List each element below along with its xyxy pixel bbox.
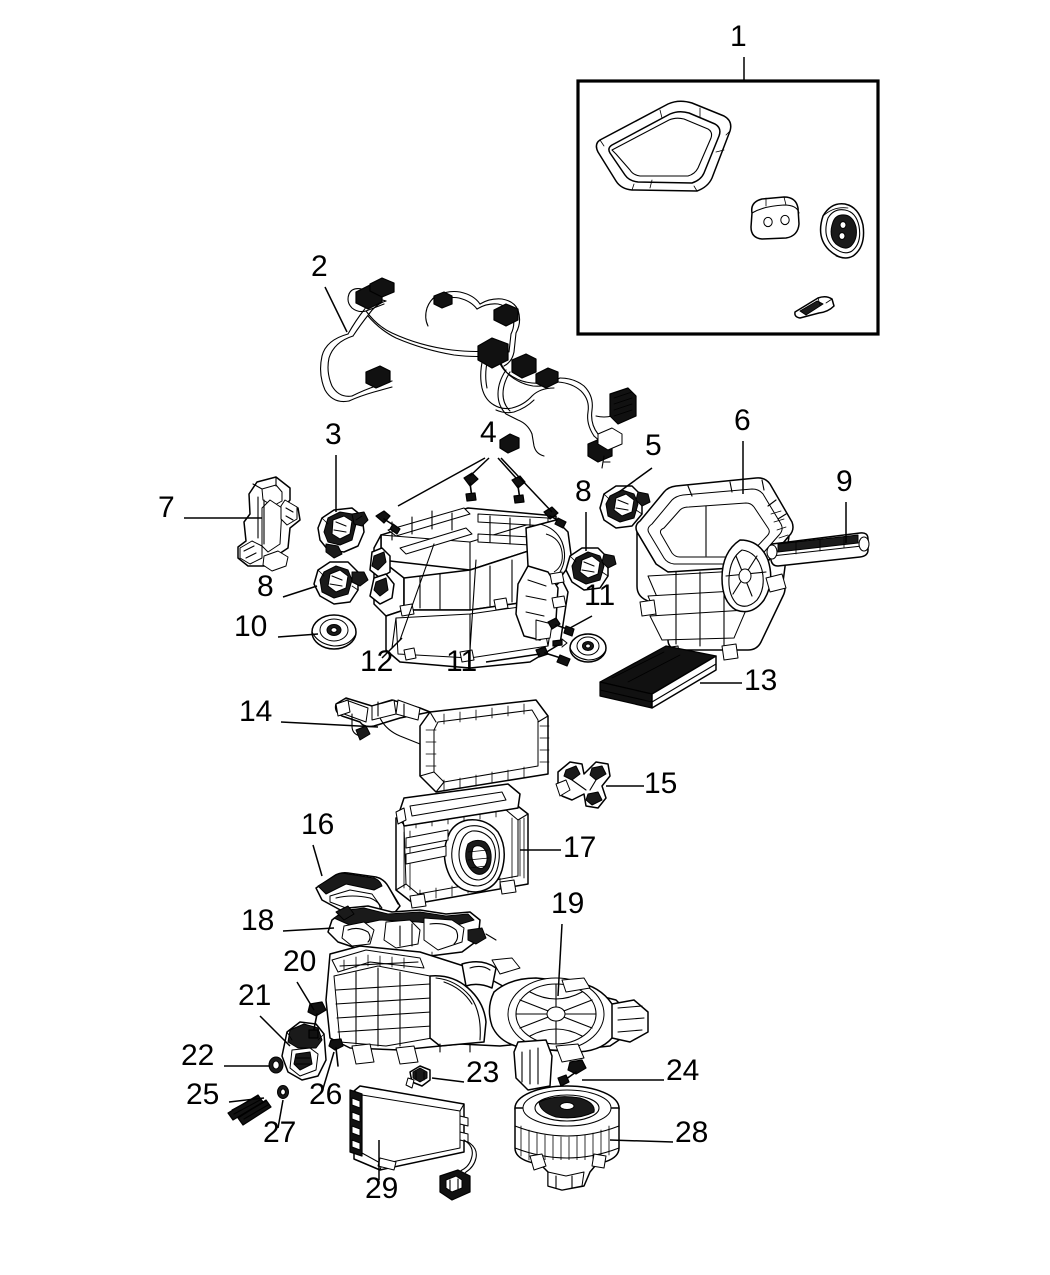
screw-set-part-4 xyxy=(375,472,567,535)
grommet-contoured xyxy=(819,203,865,259)
bracket-support-part xyxy=(237,476,301,572)
callout-27: 27 xyxy=(263,1116,297,1149)
callout-25: 25 xyxy=(186,1078,220,1111)
callout-22: 22 xyxy=(181,1039,215,1072)
callout-15: 15 xyxy=(644,767,678,800)
housing-cover-upper-part xyxy=(327,905,497,959)
heater-core-part xyxy=(334,697,550,793)
grommet-two-hole xyxy=(750,196,800,240)
callout-16: 16 xyxy=(301,808,335,841)
callout-7: 7 xyxy=(158,491,175,524)
seal-strip-part xyxy=(766,532,870,567)
screw-4a xyxy=(375,510,401,535)
cover-panel-part xyxy=(315,872,401,919)
callout-13: 13 xyxy=(744,664,778,697)
callout-1: 1 xyxy=(730,20,747,53)
screw-4b xyxy=(463,472,479,502)
callout-18: 18 xyxy=(241,904,275,937)
screw-4c xyxy=(511,475,526,504)
callout-11a: 11 xyxy=(584,579,616,612)
actuator-blend-door-a xyxy=(313,561,369,605)
screw-11b xyxy=(535,646,571,667)
seal-gasket-large xyxy=(595,100,732,192)
screw-part-26 xyxy=(328,1038,344,1067)
callout-20: 20 xyxy=(283,945,317,978)
callout-29: 29 xyxy=(365,1172,399,1205)
callout-21: 21 xyxy=(238,979,272,1012)
bracket-clamp-part xyxy=(555,761,611,809)
callout-28: 28 xyxy=(675,1116,709,1149)
callout-5: 5 xyxy=(645,429,662,462)
wiring-harness-group xyxy=(319,277,637,469)
screw-4d xyxy=(543,506,567,529)
callout-19: 19 xyxy=(551,887,585,920)
bolt-set-part-25 xyxy=(227,1094,272,1126)
leader-lines xyxy=(184,57,847,1180)
screw-11a xyxy=(547,617,575,637)
callout-9: 9 xyxy=(836,465,853,498)
callout-8a: 8 xyxy=(257,570,274,603)
callout-11b: 11 xyxy=(446,645,478,678)
cabin-air-filter-part xyxy=(599,645,717,709)
screw-part-24 xyxy=(557,1059,587,1087)
hvac-case-lower-part xyxy=(325,945,649,1091)
clip-part-23 xyxy=(405,1065,431,1089)
blower-housing-upper-part xyxy=(635,477,794,663)
clip-wedge xyxy=(794,295,835,319)
actuator-mode-door-part xyxy=(317,507,369,559)
seal-kit-box-group xyxy=(576,79,880,336)
evaporator-core-part xyxy=(395,783,529,909)
expansion-valve-part xyxy=(281,1021,327,1081)
callout-12: 12 xyxy=(360,645,394,678)
hvac-housing-assembly-part xyxy=(369,507,573,669)
screw-part-20 xyxy=(307,1001,327,1039)
blower-motor-resistor-part xyxy=(349,1085,477,1201)
o-ring-part-22 xyxy=(268,1056,284,1074)
callout-8b: 8 xyxy=(575,475,592,508)
callout-23: 23 xyxy=(466,1056,500,1089)
callout-10: 10 xyxy=(234,610,268,643)
blower-motor-part xyxy=(514,1085,620,1191)
callout-6: 6 xyxy=(734,404,751,437)
callout-2: 2 xyxy=(311,250,328,283)
actuator-recirc-door-part xyxy=(599,485,651,529)
grommet-part-10 xyxy=(311,614,357,650)
callout-24: 24 xyxy=(666,1054,700,1087)
callout-3: 3 xyxy=(325,418,342,451)
callout-26: 26 xyxy=(309,1078,343,1111)
callout-14: 14 xyxy=(239,695,273,728)
callout-4: 4 xyxy=(480,416,497,449)
callout-17: 17 xyxy=(563,831,597,864)
actuator-blend-door-b xyxy=(565,547,617,591)
o-ring-part-27 xyxy=(277,1085,289,1099)
